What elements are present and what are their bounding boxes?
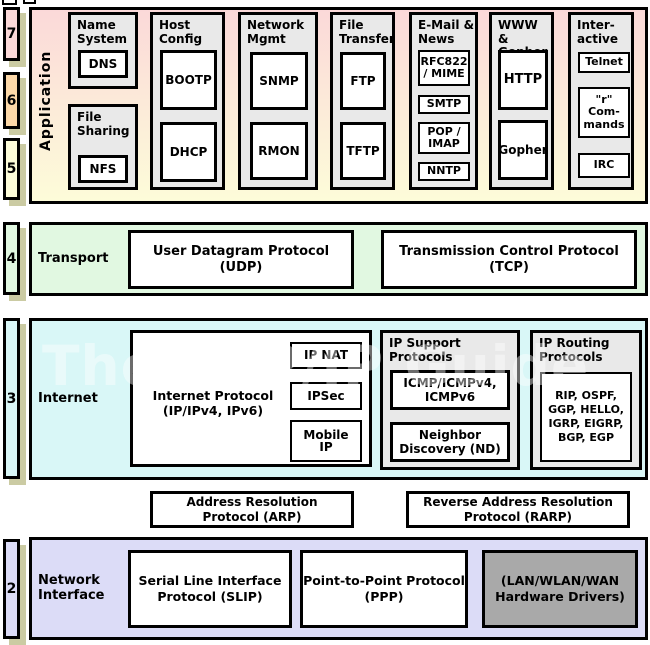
protocol-tcp: Transmission Control Protocol (TCP) [381,230,637,289]
layer-7-badge: 7 [3,7,20,61]
protocol-nntp: NNTP [418,162,470,181]
group-title: Name System [77,18,127,46]
layer-number: 7 [6,26,17,42]
group-title: Inter- active [577,18,619,46]
layer-2-badge: 2 [3,539,20,639]
protocol-ftp: FTP [340,52,386,110]
layer-number: 2 [6,581,17,597]
protocol-icmp: ICMP/ICMPv4, ICMPv6 [390,370,510,410]
protocol-tftp: TFTP [340,122,386,180]
top-edge-artifact [2,0,17,5]
protocol-rfc822-mime: RFC822 / MIME [418,50,470,86]
protocol-ipsec: IPSec [290,382,362,410]
group-title: IP Support Protocols [389,336,461,364]
application-label: Application [38,50,54,152]
layer-number: 6 [6,92,17,109]
protocol-ip-label: Internet Protocol (IP/IPv4, IPv6) [152,388,274,418]
layer-number: 3 [6,390,17,407]
internet-label: Internet [38,391,98,406]
layer-6-badge: 6 [3,72,20,129]
protocol-snmp: SNMP [250,52,308,110]
protocol-nfs: NFS [78,155,128,183]
protocol-mobile-ip: Mobile IP [290,420,362,462]
protocol-telnet: Telnet [578,52,630,73]
group-title: File Transfer [339,18,395,46]
protocol-rmon: RMON [250,122,308,180]
protocol-bootp: BOOTP [160,50,217,110]
protocol-pop-imap: POP / IMAP [418,122,470,154]
protocol-r-commands: "r" Com- mands [578,87,630,138]
hardware-drivers-box: (LAN/WLAN/WAN Hardware Drivers) [482,550,638,628]
transport-label: Transport [38,251,109,266]
protocol-http: HTTP [498,50,548,110]
protocol-rarp: Reverse Address Resolution Protocol (RAR… [406,491,630,528]
group-title: IP Routing Protocols [539,336,610,364]
protocol-ip-nat: IP NAT [290,342,362,369]
protocol-routing-list: RIP, OSPF, GGP, HELLO, IGRP, EIGRP, BGP,… [540,372,632,462]
group-title: Host Config [159,18,203,46]
protocol-slip: Serial Line Interface Protocol (SLIP) [128,550,292,628]
protocol-udp: User Datagram Protocol (UDP) [128,230,354,289]
protocol-neighbor-discovery: Neighbor Discovery (ND) [390,422,510,462]
protocol-arp: Address Resolution Protocol (ARP) [150,491,354,528]
group-title: Network Mgmt [247,18,305,46]
protocol-ppp: Point-to-Point Protocol (PPP) [300,550,468,628]
layer-4-badge: 4 [3,222,20,295]
protocol-gopher: Gopher [498,120,548,180]
layer-number: 4 [6,250,17,267]
network-interface-label: Network Interface [38,573,105,603]
top-edge-artifact [23,0,36,4]
protocol-dns: DNS [78,50,128,78]
layer-3-badge: 3 [3,318,20,479]
layer-number: 5 [6,161,17,177]
protocol-irc: IRC [578,153,630,178]
protocol-smtp: SMTP [418,95,470,114]
layer-5-badge: 5 [3,138,20,200]
group-title: E-Mail & News [418,18,475,46]
group-title: File Sharing [77,110,130,138]
protocol-dhcp: DHCP [160,122,217,182]
